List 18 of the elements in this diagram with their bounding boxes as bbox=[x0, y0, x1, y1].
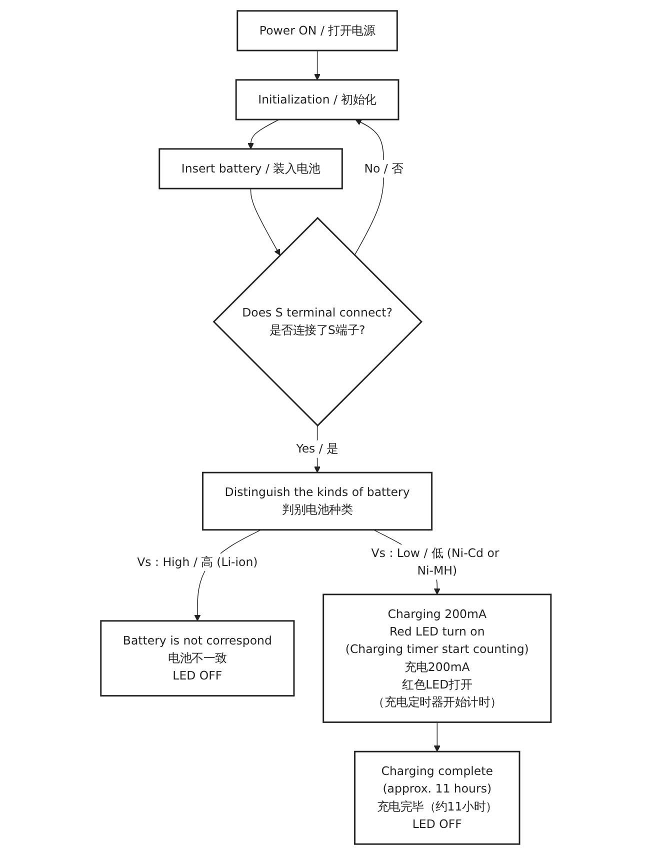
arrow bbox=[248, 119, 280, 150]
arrow bbox=[434, 722, 440, 752]
node-box bbox=[100, 620, 295, 697]
node-box bbox=[322, 594, 552, 723]
edge-label: Vs : Low / 低 (Ni-Cd or Ni-MH) bbox=[371, 546, 500, 578]
edge-label: Yes / 是 bbox=[296, 442, 338, 456]
node-box bbox=[158, 148, 343, 190]
node-box bbox=[236, 10, 398, 52]
node-box bbox=[235, 79, 400, 120]
node-box bbox=[202, 472, 433, 531]
arrow bbox=[354, 119, 384, 256]
node-diamond bbox=[212, 216, 423, 427]
flowchart-drawing: No / 否 Yes / 是 Vs : High / 高 (Li-ion) Vs : Low / 低 (Ni-Cd or Ni-MH) Power ON / 打开电源 Initialization / 初始化 Insert battery / 装入电池 Does S terminal connect? 是否连接了S端子? Distinguish the kinds of battery 判别电池种类 Battery is not correspond 电池不一致 LED OFF Charging 200mA Red LED turn on (Charging timer start counting) 充电200mA 红色LED打开 （充电定时器开始计时） Charging complete (approx. 11 hours) 充电完毕（约11小时） LED OFF bbox=[95, 5, 557, 850]
node-box bbox=[354, 750, 520, 845]
edge-label: Vs : High / 高 (Li-ion) bbox=[137, 554, 258, 569]
edge-label: No / 否 bbox=[364, 161, 404, 176]
arrow bbox=[314, 50, 321, 80]
arrow bbox=[250, 188, 280, 256]
